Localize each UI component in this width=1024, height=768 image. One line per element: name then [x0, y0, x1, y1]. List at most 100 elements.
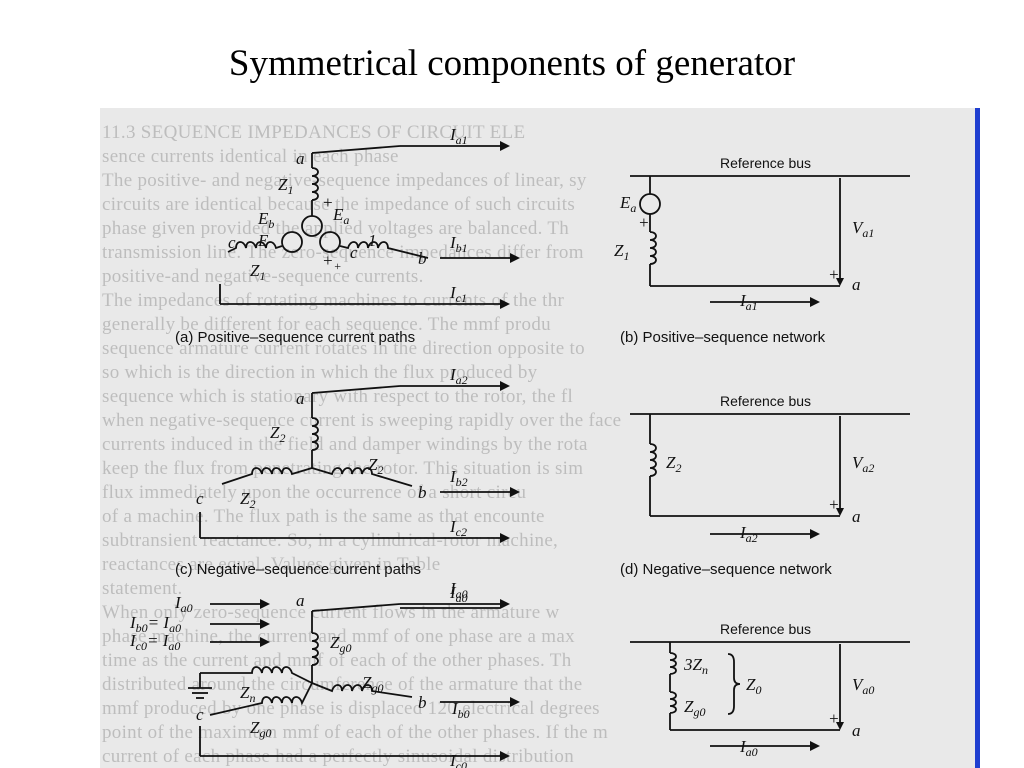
node-a-d: a: [852, 507, 861, 526]
background-text-line: mmf produced by one phase is displaced 1…: [102, 698, 600, 719]
label-ia0: Ia0: [174, 593, 193, 615]
brace-z0: [727, 653, 741, 715]
background-text-line: keep the flux from penetrating the rotor…: [102, 458, 584, 479]
background-text-line: time as the current and mmf of each of t…: [102, 650, 572, 671]
background-text-line: statement.: [102, 578, 183, 599]
background-text-line: sequence armature current rotates in the…: [102, 338, 585, 359]
panel-d-negative-sequence-network: Reference bus Z2 Va2 + a Ia2 (d) Negativ…: [620, 393, 910, 578]
background-text-line: of a machine. The flux path is the same …: [102, 506, 545, 527]
source-eb: [319, 231, 341, 253]
source-ea-b: [639, 193, 661, 215]
ref-bus-label-b: Reference bus: [720, 155, 811, 171]
source-ec: [281, 231, 303, 253]
background-text-line: 11.3 SEQUENCE IMPEDANCES OF CIRCUIT ELE: [102, 122, 526, 143]
label-zg0-c: Zg0: [250, 718, 271, 740]
label-z1-a: Z1: [278, 175, 293, 197]
label-ic2: Ic2: [449, 517, 467, 539]
label-z2-c: Z2: [240, 489, 255, 511]
label-z2-net: Z2: [666, 453, 681, 475]
label-va1: Va1: [852, 218, 874, 240]
label-z2-b: Z2: [368, 455, 383, 477]
svg-text:+: +: [322, 193, 333, 212]
caption-d: (d) Negative–sequence network: [620, 561, 832, 578]
node-b: b: [418, 249, 427, 268]
label-z1-net: Z1: [614, 241, 629, 263]
label-ia2-d: Ia2: [739, 523, 758, 545]
background-text-line: The positive- and negative-sequence impe…: [102, 170, 587, 191]
coil-z2-c: [221, 467, 313, 485]
node-c: c: [228, 233, 236, 252]
background-text-line: point of the maximum mmf of each of the …: [102, 722, 609, 743]
label-zg0-a: Zg0: [330, 633, 351, 655]
node-a: a: [296, 149, 305, 168]
label-ia1-b: Ia1: [739, 291, 758, 313]
sequence-network-diagram: Ia1 a Z1 Ea + Eb ++ E c c Z1 1: [129, 125, 910, 768]
node-c-e: c: [196, 705, 204, 724]
coil-z1-b: [339, 241, 429, 259]
label-ic1: Ic1: [449, 283, 467, 305]
node-a-f: a: [852, 721, 861, 740]
label-ea-b: Ea: [619, 193, 636, 215]
background-text-line: generally be different for each sequence…: [102, 314, 551, 335]
node-a-c: a: [296, 389, 305, 408]
label-ia2: Ia2: [449, 365, 468, 387]
background-text-line: sequence which is stationary with respec…: [102, 386, 574, 407]
label-ib2: Ib2: [449, 467, 468, 489]
coil-z2-a: [311, 417, 319, 451]
background-text-line: positive-and negative-sequence currents.: [102, 266, 424, 287]
coil-z1-a: [311, 167, 319, 201]
node-b-e: b: [418, 693, 427, 712]
label-z2-a: Z2: [270, 423, 285, 445]
source-ea: [301, 215, 323, 237]
svg-text:+: +: [828, 265, 839, 284]
ref-bus-label-d: Reference bus: [720, 393, 811, 409]
coil-z1-b-net: [649, 231, 657, 265]
coil-zg0-net: [669, 691, 677, 714]
label-va2: Va2: [852, 453, 874, 475]
coil-zg0-a: [311, 632, 319, 666]
coil-zg0-b: [311, 682, 413, 698]
label-z1-c: Z1: [250, 261, 265, 283]
label-ia1: Ia1: [449, 125, 468, 147]
label-zg0-net: Zg0: [684, 697, 705, 719]
label-ea: Ea: [332, 205, 349, 227]
caption-a: (a) Positive–sequence current paths: [175, 329, 415, 346]
background-text-line: currents induced in the field and damper…: [102, 434, 588, 455]
panel-b-positive-sequence-network: Reference bus Ea + Z1 Va1 + a Ia1 (b) Po…: [614, 155, 910, 346]
svg-text:+: +: [828, 495, 839, 514]
label-ec: Eb: [257, 209, 274, 231]
label-ia0-f: Ia0: [739, 737, 758, 759]
label-ib0-eq: Ib0= Ia0: [129, 613, 181, 635]
background-text-line: so which is the direction in which the f…: [102, 362, 538, 383]
background-text-line: flux immediately upon the occurrence of …: [102, 482, 527, 503]
background-text-line: when negative-sequence current is sweepi…: [102, 410, 622, 431]
node-b-c: b: [418, 483, 427, 502]
svg-text:+: +: [638, 213, 649, 232]
label-z1-b: 1: [368, 231, 377, 250]
coil-zn: [200, 666, 313, 684]
label-zn: Zn: [240, 683, 255, 705]
label-ia0-top: Ia0: [449, 579, 468, 601]
node-a-b: a: [852, 275, 861, 294]
coil-z2-b: [311, 467, 413, 487]
panel-e-zero-sequence-paths: Ia0 a Ib0= Ia0 Ic0= Ia0 Ia0 Zg0 Zn: [129, 583, 520, 768]
label-ic0: Ic0: [449, 751, 467, 768]
coil-zg0-c: [209, 682, 313, 716]
panel-a-positive-sequence-paths: Ia1 a Z1 Ea + Eb ++ E c c Z1 1: [175, 125, 520, 346]
svg-text:E: E: [257, 231, 269, 250]
background-text-line: subtransient reactance. So, in a cylindr…: [102, 530, 559, 551]
slide-title: Symmetrical components of generator: [228, 43, 796, 84]
label-eb: ++: [322, 251, 342, 273]
panel-c-negative-sequence-paths: Ia2 a Z2 c Z2 Z2 b Ib2 Ic2 (c) Negative–…: [175, 365, 520, 578]
coil-z1-c: [227, 241, 283, 253]
label-va0: Va0: [852, 675, 874, 697]
label-ib1: Ib1: [449, 233, 468, 255]
node-a-e: a: [296, 591, 305, 610]
node-c-c: c: [196, 489, 204, 508]
label-3zn: 3Zn: [683, 655, 708, 677]
label-ib0: Ib0: [451, 699, 470, 721]
svg-text:c: c: [350, 243, 358, 262]
label-zg0-b: Zg0: [362, 673, 383, 695]
label-z0: Z0: [746, 675, 761, 697]
label-ic0-eq: Ic0= Ia0: [129, 631, 180, 653]
